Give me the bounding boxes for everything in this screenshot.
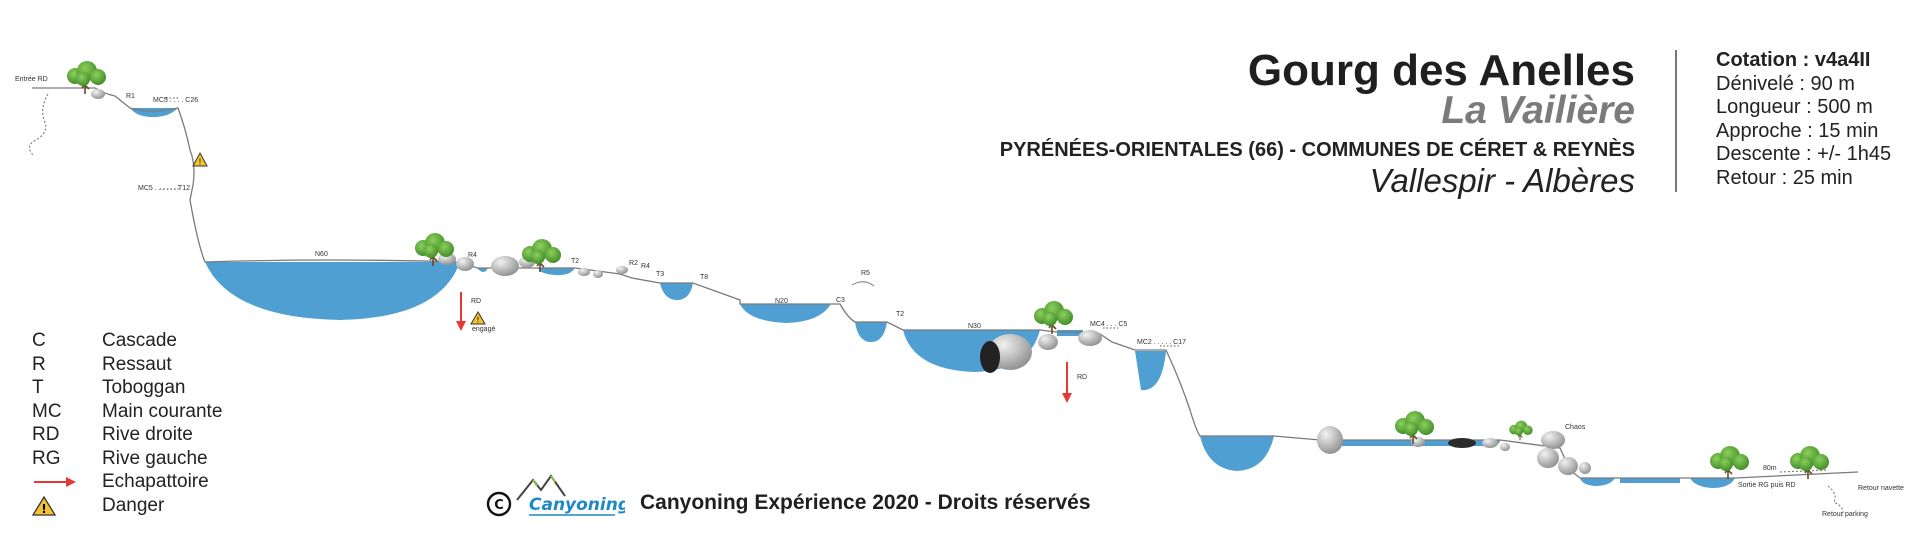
label-n30: N30 bbox=[968, 323, 981, 330]
label-r4a: R4 bbox=[468, 252, 477, 259]
label-t3: T3 bbox=[656, 271, 665, 278]
legend-abbr: MC bbox=[32, 400, 62, 422]
label-navette: Retour navette bbox=[1858, 485, 1904, 492]
page-subtitle: La Vailière bbox=[1441, 89, 1635, 132]
approach-path bbox=[28, 93, 49, 157]
legend-abbr: RD bbox=[32, 424, 60, 445]
label-engage: engagé bbox=[472, 326, 496, 333]
svg-text:!: ! bbox=[476, 316, 479, 325]
legend-abbr: T bbox=[32, 377, 44, 398]
label-rd1: RD bbox=[471, 298, 482, 305]
legend-desc: Toboggan bbox=[102, 377, 186, 398]
legend-desc: Rive droite bbox=[102, 424, 193, 445]
label-mc2-c17: MC2 . . . . . C17 bbox=[1137, 339, 1187, 346]
rocks bbox=[91, 89, 1591, 475]
label-r4b: R4 bbox=[641, 263, 650, 270]
label-mc5-t12: MC5 . . . . . . T12 bbox=[138, 185, 190, 192]
label-rd2: RD bbox=[1077, 374, 1088, 381]
svg-text:Canyoning: Canyoning bbox=[529, 495, 625, 515]
stat-elevation: Dénivelé : 90 m bbox=[1716, 72, 1855, 95]
legend-desc: Rive gauche bbox=[102, 447, 208, 469]
tree-icon bbox=[1709, 445, 1750, 480]
label-t8: T8 bbox=[700, 274, 709, 281]
legend-desc: Danger bbox=[102, 494, 165, 516]
label-mc4-c5: MC4 . . . C5 bbox=[1090, 321, 1128, 328]
area-line: Vallespir - Albères bbox=[1369, 162, 1635, 199]
tree-icon bbox=[1033, 300, 1074, 335]
stat-descent: Descente : +/- 1h45 bbox=[1716, 143, 1892, 165]
red-arrow-icon bbox=[32, 471, 92, 499]
label-n20: N20 bbox=[775, 298, 788, 305]
credits-text: Canyoning Expérience 2020 - Droits réser… bbox=[640, 491, 1091, 514]
label-r2: R2 bbox=[629, 260, 638, 267]
label-chaos: Chaos bbox=[1565, 424, 1586, 431]
stat-return: Retour : 25 min bbox=[1716, 166, 1853, 189]
label-sortie: Sortie RG puis RD bbox=[1738, 482, 1796, 489]
copyright-icon: C bbox=[486, 491, 512, 517]
label-mc5-c26: MC5 . . . . C26 bbox=[153, 97, 199, 104]
legend-desc: Ressaut bbox=[102, 353, 172, 375]
label-entree: Entrée RD bbox=[15, 76, 48, 83]
svg-text:C: C bbox=[494, 498, 504, 513]
canyon-profile-line bbox=[32, 87, 1859, 479]
stat-length: Longueur : 500 m bbox=[1716, 96, 1873, 118]
region-line: PYRÉNÉES-ORIENTALES (66) - COMMUNES DE C… bbox=[999, 139, 1635, 161]
svg-text:!: ! bbox=[41, 502, 46, 516]
header-divider bbox=[1675, 50, 1677, 192]
legend-abbr: RG bbox=[32, 447, 61, 469]
warning-icon bbox=[192, 151, 208, 167]
label-t2b: T2 bbox=[896, 311, 905, 318]
exit-path bbox=[1827, 485, 1844, 517]
label-r1: R1 bbox=[126, 93, 135, 100]
warning-icon bbox=[470, 311, 486, 325]
label-parking: Retour parking bbox=[1822, 511, 1868, 518]
stat-approach: Approche : 15 min bbox=[1716, 119, 1879, 142]
label-t2a: T2 bbox=[571, 258, 580, 265]
tree-icon bbox=[66, 60, 107, 95]
legend-abbr: R bbox=[32, 353, 46, 375]
danger-signs: ! ! bbox=[192, 151, 486, 325]
hand-lines bbox=[160, 97, 1180, 347]
warning-icon: ! bbox=[31, 495, 92, 523]
legend-desc: Main courante bbox=[102, 400, 223, 422]
label-c3: C3 bbox=[836, 297, 845, 304]
legend-desc: Echapattoire bbox=[102, 471, 209, 492]
label-r5: R5 bbox=[861, 270, 870, 277]
page-title: Gourg des Anelles bbox=[1247, 46, 1635, 95]
stats-panel: Cotation : v4a4II Dénivelé : 90 m Longue… bbox=[1716, 49, 1891, 190]
escape-arrows bbox=[456, 292, 1072, 403]
svg-text:!: ! bbox=[198, 158, 201, 167]
r5-arc bbox=[851, 281, 875, 287]
label-80m: 80m bbox=[1763, 465, 1777, 472]
stat-grade: Cotation : v4a4II bbox=[1716, 49, 1871, 71]
exit-path-2 bbox=[1779, 469, 1829, 473]
legend-desc: Cascade bbox=[102, 330, 177, 351]
label-n60: N60 bbox=[315, 251, 328, 258]
tree-icon bbox=[1508, 420, 1534, 441]
legend-abbr: C bbox=[32, 330, 46, 351]
canyoning-logo: Canyoning bbox=[516, 474, 625, 516]
